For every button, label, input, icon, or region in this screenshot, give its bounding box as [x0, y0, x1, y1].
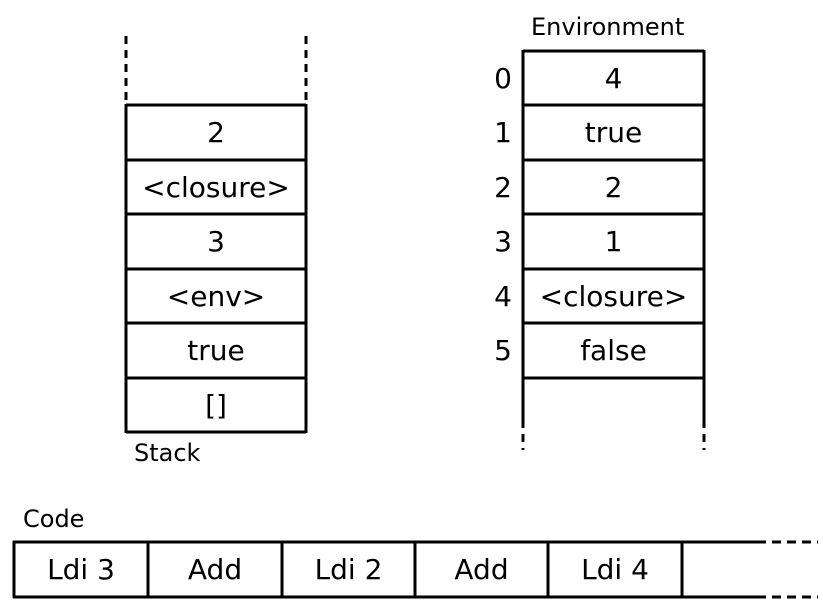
stack-cell: []: [205, 388, 227, 422]
environment-caption: Environment: [531, 13, 685, 41]
env-cell: true: [584, 116, 643, 149]
env-cell: 1: [604, 225, 623, 258]
env-index: 2: [494, 170, 512, 204]
env-cell: 4: [604, 61, 623, 95]
stack-cell: <closure>: [142, 170, 290, 204]
code-cell: Add: [187, 553, 243, 586]
code-cell: Add: [454, 553, 509, 586]
code-cell: Ldi 4: [581, 553, 649, 586]
env-index: 4: [494, 279, 512, 313]
code-cell: Ldi 3: [47, 553, 115, 586]
code-cell: Ldi 2: [314, 553, 383, 586]
env-index: 5: [494, 334, 512, 367]
env-index: 1: [494, 116, 512, 149]
env-index: 0: [494, 61, 512, 95]
env-index: 3: [494, 225, 512, 258]
env-cell: false: [580, 334, 647, 367]
stack-caption: Stack: [134, 439, 201, 467]
stack-cell: 2: [207, 116, 225, 149]
env-cell: <closure>: [539, 279, 688, 313]
stack-cell: true: [187, 334, 245, 367]
env-cell: 2: [604, 170, 623, 204]
stack-cell: <env>: [166, 279, 266, 313]
stack-cell: 3: [207, 225, 225, 258]
code-caption: Code: [23, 505, 85, 533]
